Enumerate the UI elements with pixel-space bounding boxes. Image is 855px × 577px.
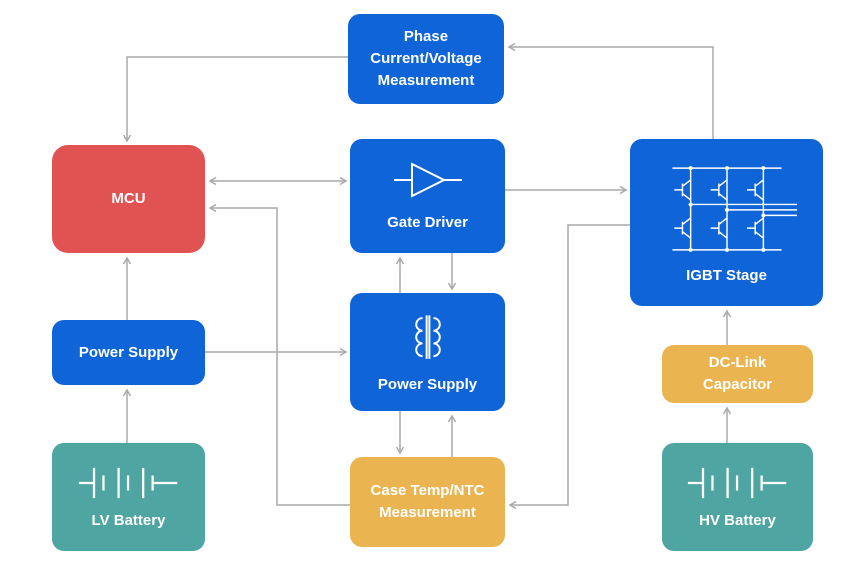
node-label: Power Supply <box>78 343 179 361</box>
node-label: Power Supply <box>377 376 478 394</box>
node-label: DC-Link <box>708 354 767 372</box>
node-igbt-stage: IGBT Stage <box>630 139 823 306</box>
node-label: Measurement <box>379 504 476 521</box>
op-amp-icon <box>393 162 462 198</box>
node-phase-measurement: Phase Current/Voltage Measurement <box>348 14 504 104</box>
node-dc-link-capacitor: DC-Link Capacitor <box>662 345 813 403</box>
node-label: Capacitor <box>702 376 773 393</box>
node-label: Measurement <box>377 71 475 89</box>
arrow-igbt-to-phase <box>507 42 714 139</box>
node-label: IGBT Stage <box>686 266 767 284</box>
node-power-supply-main: Power Supply <box>350 293 505 411</box>
node-label: LV Battery <box>91 512 166 530</box>
node-label: MCU <box>111 190 146 208</box>
igbt-bridge-icon <box>671 165 797 252</box>
arrow-phase-to-mcu <box>122 56 348 143</box>
node-label: Phase <box>403 28 449 46</box>
node-case-temp-measurement: Case Temp/NTC Measurement <box>350 457 505 547</box>
node-power-supply-lv: Power Supply <box>52 320 205 385</box>
arrow-igbt-to-casetemp <box>508 224 630 510</box>
node-label: Case Temp/NTC <box>370 482 485 500</box>
battery-icon <box>687 467 786 499</box>
node-hv-battery: HV Battery <box>662 443 813 551</box>
transformer-icon <box>414 315 441 359</box>
battery-icon <box>78 467 177 499</box>
node-label: Current/Voltage <box>370 50 482 68</box>
node-label: HV Battery <box>699 512 776 530</box>
node-gate-driver: Gate Driver <box>350 139 505 253</box>
node-label: Gate Driver <box>387 214 468 232</box>
arrow-casetemp-to-mcu <box>208 203 350 506</box>
node-mcu: MCU <box>52 145 205 253</box>
node-lv-battery: LV Battery <box>52 443 205 551</box>
